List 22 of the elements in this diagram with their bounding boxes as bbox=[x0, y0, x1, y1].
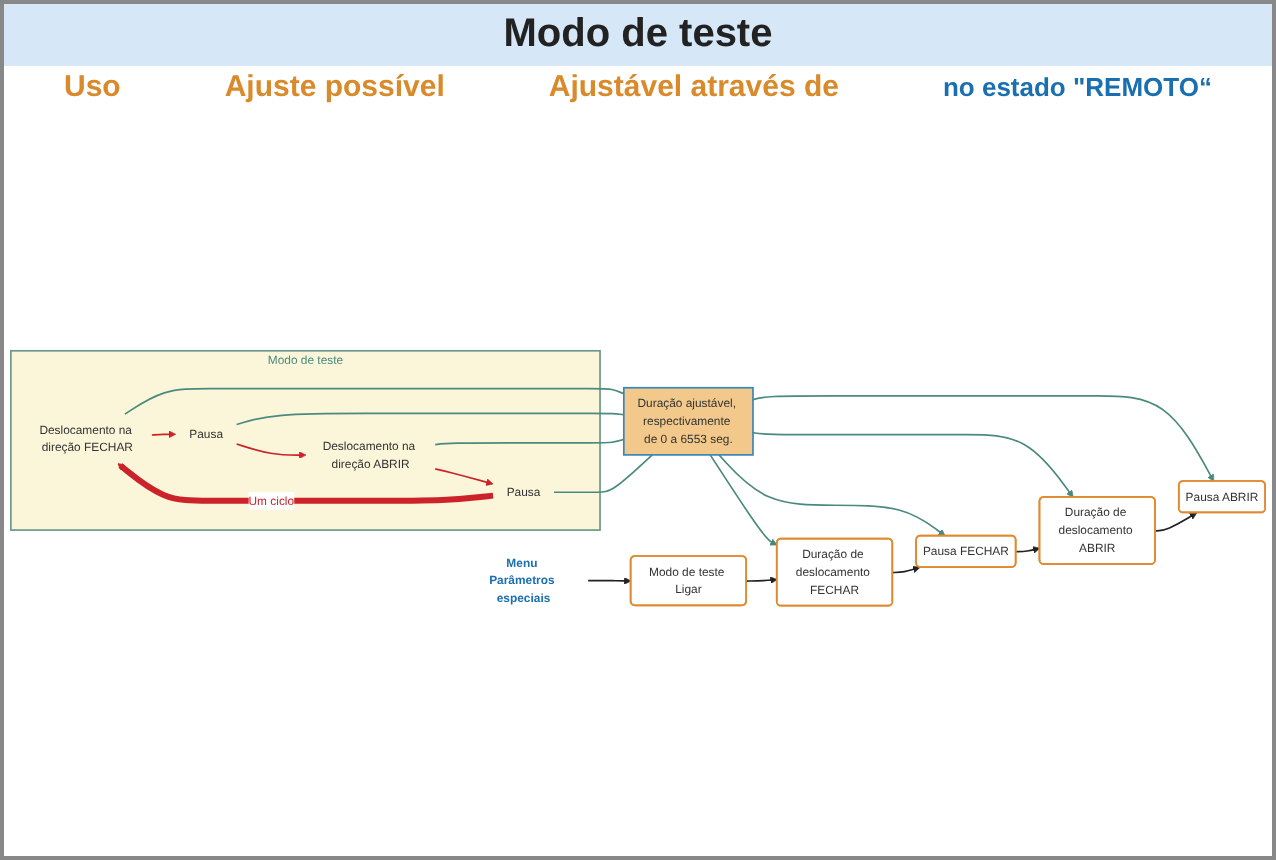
arrow bbox=[709, 453, 778, 545]
arrow bbox=[1154, 512, 1198, 532]
arrow bbox=[718, 453, 946, 536]
column-heading: Ajuste possível bbox=[224, 70, 445, 104]
arrow bbox=[151, 430, 177, 438]
arrow bbox=[117, 462, 494, 504]
arrow bbox=[434, 467, 494, 486]
arrow bbox=[1015, 545, 1041, 553]
connector bbox=[553, 453, 654, 493]
column-heading: Uso bbox=[64, 70, 121, 104]
connector bbox=[124, 387, 625, 415]
arrow bbox=[745, 575, 778, 584]
arrow bbox=[752, 431, 1074, 498]
arrow bbox=[891, 565, 921, 573]
connector bbox=[235, 412, 625, 425]
arrow bbox=[587, 576, 632, 585]
state-note: no estado "REMOTO“ bbox=[942, 72, 1212, 102]
diagram-title: Modo de teste bbox=[4, 4, 1272, 66]
arrow bbox=[235, 442, 307, 459]
column-heading: Ajustável através de bbox=[548, 70, 839, 104]
connector bbox=[434, 438, 625, 446]
arrow bbox=[752, 394, 1215, 482]
